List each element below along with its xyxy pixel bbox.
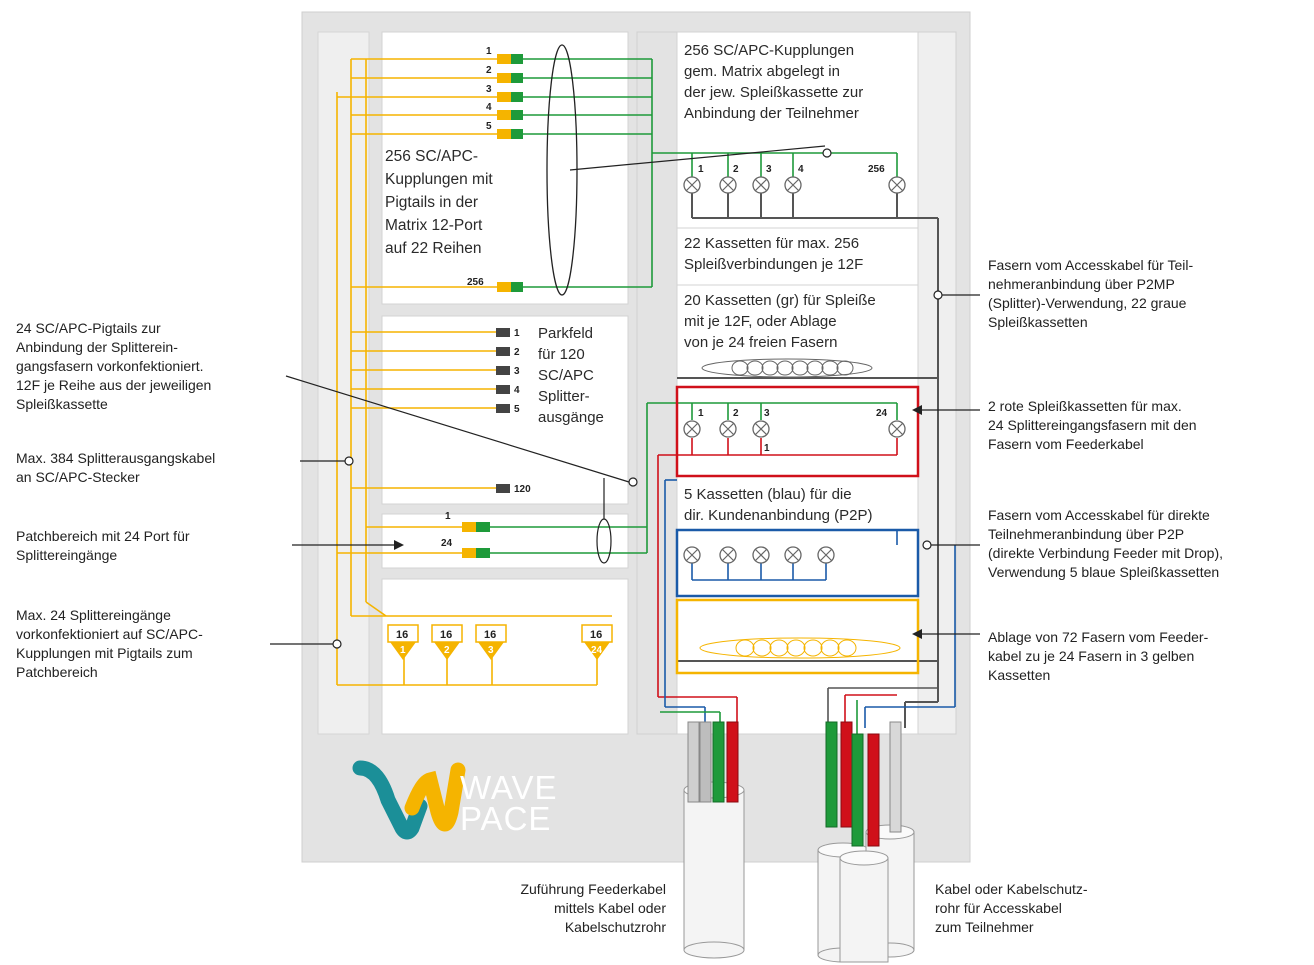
matrix-port-1: 1 (698, 164, 704, 175)
splitter-ratio-1: 16 (396, 629, 408, 641)
text-cassettes-20: 20 Kassetten (gr) für Spleiße mit je 12F… (684, 292, 876, 351)
red-port-3: 3 (764, 408, 770, 419)
patch-port-24: 24 (441, 538, 453, 549)
annotation-max-24: Max. 24 Splittereingänge vorkonfektionie… (16, 607, 203, 680)
annotation-patch-24: Patchbereich mit 24 Port für Splitterein… (16, 528, 190, 563)
wavepace-logo-mark (352, 760, 466, 840)
coupling-connectors (497, 54, 523, 292)
red-port-sub: 1 (764, 443, 770, 454)
patch-connectors (462, 522, 490, 558)
annotation-max-384: Max. 384 Splitterausgangskabel an SC/APC… (16, 450, 216, 485)
panel-splitters (381, 578, 629, 735)
matrix-port-3: 3 (766, 164, 772, 175)
splitter-ratio-24: 16 (590, 629, 602, 641)
wavepace-logo-text: WAVE PACE (460, 769, 558, 837)
park-port-2: 2 (514, 347, 520, 358)
annotation-red-cassettes: 2 rote Spleißkassetten für max. 24 Split… (988, 398, 1197, 452)
access-cable (817, 721, 915, 963)
text-couplings-256: 256 SC/APC- Kupplungen mit Pigtails in d… (385, 148, 493, 257)
park-port-3: 3 (514, 366, 520, 377)
left-port-2: 2 (486, 65, 492, 76)
matrix-port-4: 4 (798, 164, 804, 175)
park-port-4: 4 (514, 385, 520, 396)
feeder-cable (683, 721, 745, 959)
text-couplings-matrix: 256 SC/APC-Kupplungen gem. Matrix abgele… (684, 42, 864, 122)
annotation-access-cable: Kabel oder Kabelschutz- rohr für Accessk… (935, 881, 1088, 935)
annotation-storage-72: Ablage von 72 Fasern vom Feeder- kabel z… (988, 629, 1209, 683)
left-port-256: 256 (467, 277, 484, 288)
matrix-port-256: 256 (868, 164, 885, 175)
panel-right-main (676, 31, 919, 735)
annotation-feeder-cable: Zuführung Feederkabel mittels Kabel oder… (520, 881, 666, 935)
annotation-access-p2p: Fasern vom Accesskabel für direkte Teiln… (988, 507, 1223, 580)
text-cassettes-22: 22 Kassetten für max. 256 Spleißverbindu… (684, 235, 864, 273)
left-port-1: 1 (486, 46, 492, 57)
park-plugs (496, 328, 510, 493)
splitter-id-2: 2 (444, 645, 450, 656)
red-port-2: 2 (733, 408, 739, 419)
left-port-4: 4 (486, 102, 492, 113)
splitter-triangles (387, 624, 613, 660)
park-port-120: 120 (514, 484, 531, 495)
patch-port-1: 1 (445, 511, 451, 522)
park-port-5: 5 (514, 404, 520, 415)
red-port-24: 24 (876, 408, 888, 419)
annotation-pigtails-24: 24 SC/APC-Pigtails zur Anbindung der Spl… (16, 320, 212, 412)
park-port-1: 1 (514, 328, 520, 339)
splitter-id-1: 1 (400, 645, 406, 656)
panel-patch (381, 513, 629, 569)
text-parkfeld: Parkfeld für 120 SC/APC Splitter- ausgän… (538, 325, 604, 426)
left-port-5: 5 (486, 121, 492, 132)
red-cassette-box (675, 385, 920, 478)
splitter-ratio-3: 16 (484, 629, 496, 641)
splitter-id-24: 24 (591, 645, 603, 656)
annotation-access-p2mp: Fasern vom Accesskabel für Teil- nehmera… (988, 257, 1194, 330)
splitter-ratio-2: 16 (440, 629, 452, 641)
text-blue-cassettes: 5 Kassetten (blau) für die dir. Kundenan… (684, 486, 873, 524)
red-port-1: 1 (698, 408, 704, 419)
splitter-id-3: 3 (488, 645, 494, 656)
matrix-port-2: 2 (733, 164, 739, 175)
left-port-3: 3 (486, 84, 492, 95)
left-rail (317, 31, 370, 735)
